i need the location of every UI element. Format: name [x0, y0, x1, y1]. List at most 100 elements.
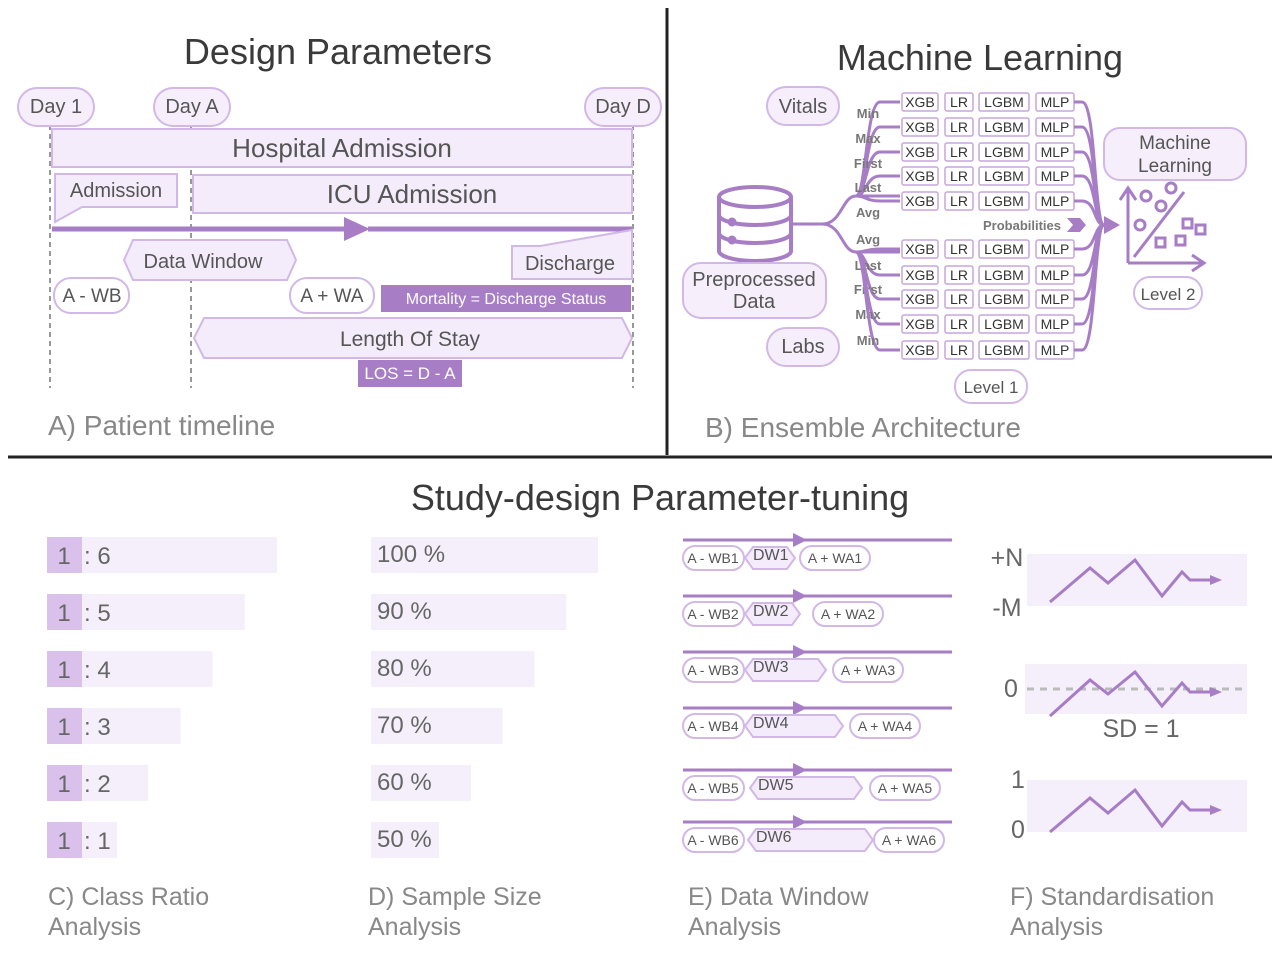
std-zscore-arrow [1210, 687, 1222, 697]
model-cell [944, 166, 974, 186]
vitals-label: Vitals [779, 96, 828, 118]
design-title: Design Parameters [184, 31, 492, 72]
model-label: MLP [1041, 144, 1070, 160]
window-timeline-arrow [793, 701, 807, 715]
std-caption-line1: F) Standardisation [1010, 883, 1214, 911]
model-label: LGBM [984, 94, 1024, 110]
aggregation-label: Max [855, 131, 881, 146]
model-label: LR [950, 119, 968, 135]
model-cell [901, 92, 939, 112]
panel-f-standardisation: +N -M 0 SD = 1 1 0 F) Standardisation An… [991, 544, 1247, 941]
window-after-label: A + WA6 [882, 832, 937, 848]
class-ratio-highlight [47, 537, 82, 573]
mortality-label: Mortality = Discharge Status [406, 291, 607, 308]
model-label: LR [950, 144, 968, 160]
discharge-callout [511, 228, 633, 280]
admission-label: Admission [70, 180, 162, 202]
model-cell [901, 191, 939, 211]
sample-size-bar [371, 822, 440, 858]
model-cell [978, 239, 1030, 259]
sample-size-label: 90 % [377, 598, 432, 625]
model-label: MLP [1041, 119, 1070, 135]
std-minmax-signal [1049, 787, 1212, 834]
model-label: MLP [1041, 193, 1070, 209]
model-label: MLP [1041, 94, 1070, 110]
window-after-label: A + WA5 [878, 780, 933, 796]
aggregation-label: Last [855, 180, 882, 195]
merge-line [1074, 150, 1106, 227]
model-cell [978, 166, 1030, 186]
merge-line [1074, 223, 1106, 352]
window-caption-line1: E) Data Window [688, 883, 870, 911]
branch-line [854, 250, 900, 352]
class-ratio-highlight [47, 708, 82, 744]
model-cell [978, 265, 1030, 285]
model-cell [901, 142, 939, 162]
model-label: MLP [1041, 267, 1070, 283]
day-a-label: Day A [165, 96, 219, 118]
model-label: XGB [905, 342, 935, 358]
model-label: LGBM [984, 144, 1024, 160]
data-window-label: Data Window [144, 251, 263, 273]
window-timeline-arrow [793, 763, 807, 777]
data-window-label: DW6 [756, 829, 792, 846]
model-cell [901, 289, 939, 309]
class-ratio-label: : 2 [84, 771, 111, 798]
model-cell [944, 142, 974, 162]
class-ratio-label: : 6 [84, 543, 111, 570]
model-label: XGB [905, 193, 935, 209]
icu-admission-label: ICU Admission [327, 179, 498, 209]
data-window-arrow [122, 239, 298, 281]
data-window-label: DW2 [753, 603, 789, 620]
window-after-label: A + WA2 [821, 606, 876, 622]
class-ratio-label: : 3 [84, 714, 111, 741]
icu-admission-bar [192, 174, 633, 214]
model-cell [978, 142, 1030, 162]
model-label: LR [950, 267, 968, 283]
window-before-label: A - WB4 [687, 718, 739, 734]
std-minus-m: -M [992, 594, 1021, 622]
window-timeline-arrow [793, 589, 807, 603]
level2-pill [1133, 276, 1203, 310]
preprocessed-line1: Preprocessed [692, 269, 815, 291]
meta-input-arrow [1104, 216, 1120, 234]
los-formula-box [358, 360, 462, 387]
aggregation-label: First [854, 282, 883, 297]
model-label: XGB [905, 291, 935, 307]
sample-size-bar [371, 651, 535, 687]
model-label: XGB [905, 144, 935, 160]
window-before-pill [682, 713, 745, 739]
model-cell [944, 340, 974, 360]
database-icon [717, 185, 793, 263]
class-ratio-bar [47, 537, 277, 573]
class-ratio-one: 1 [57, 600, 70, 627]
class-ratio-highlight [47, 651, 82, 687]
day-d-label: Day D [595, 96, 651, 118]
meta-learner-pill [1103, 127, 1247, 181]
aggregation-label: Avg [856, 205, 880, 220]
window-before-pill [682, 775, 745, 801]
data-window-label: DW4 [753, 715, 789, 732]
day-1-pill [17, 87, 95, 127]
window-after-label: A + WA3 [841, 662, 896, 678]
model-cell [901, 117, 939, 137]
window-caption-line2: Analysis [688, 913, 781, 941]
window-before-pill [682, 601, 745, 627]
study-title: Study-design Parameter-tuning [411, 477, 909, 518]
panel-a-caption: A) Patient timeline [48, 410, 275, 441]
model-cell [978, 340, 1030, 360]
panel-b-ensemble-architecture: Machine Learning Vitals Preprocessed Dat… [682, 37, 1247, 443]
window-timeline-arrow [793, 815, 807, 829]
model-cell [944, 191, 974, 211]
class-ratio-one: 1 [57, 771, 70, 798]
model-label: MLP [1041, 241, 1070, 257]
std-plus-n: +N [991, 544, 1024, 572]
labs-pill [766, 327, 840, 367]
scatter-plot-icon [1118, 181, 1207, 273]
class-ratio-one: 1 [57, 828, 70, 855]
aggregation-label: First [854, 156, 883, 171]
model-label: XGB [905, 168, 935, 184]
panel-a-patient-timeline: Design Parameters Day 1 Day A Day D Hosp… [17, 31, 662, 441]
std-zscore-signal [1048, 669, 1212, 718]
model-cell [901, 239, 939, 259]
